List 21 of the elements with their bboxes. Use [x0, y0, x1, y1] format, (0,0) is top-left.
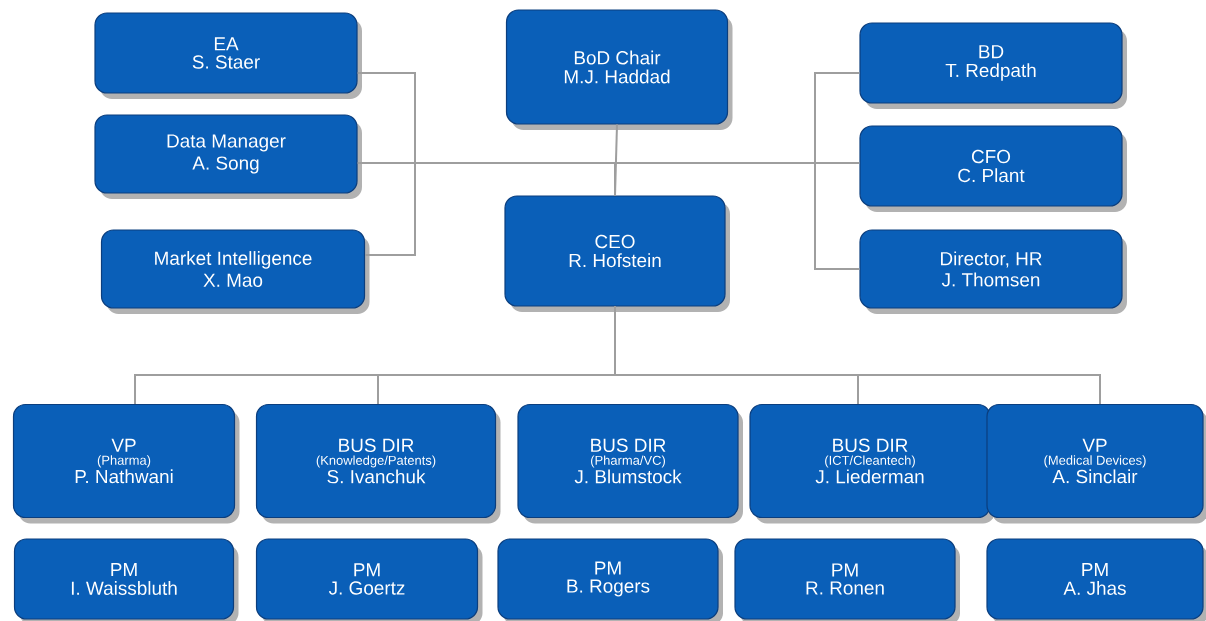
- position-box: BUS DIR (Pharma/VC) J. Blumstock: [517, 403, 743, 524]
- position-box: BD T. Redpath: [859, 22, 1127, 109]
- position-box: PM A. Jhas: [986, 538, 1206, 621]
- position-box: CEO R. Hofstein: [504, 195, 730, 312]
- position-box: VP (Pharma) P. Nathwani: [12, 403, 240, 524]
- connector-line: [614, 305, 1101, 405]
- position-box: PM J. Goertz: [255, 538, 483, 621]
- position-box: BoD Chair M.J. Haddad: [505, 9, 733, 130]
- position-box: VP (Medical Devices) A. Sinclair: [986, 403, 1206, 524]
- connector-line: [364, 162, 616, 256]
- position-box: BUS DIR (ICT/Cleantech) J. Liederman: [749, 403, 995, 524]
- position-box: PM R. Ronen: [734, 538, 960, 621]
- connector-line: [614, 162, 861, 270]
- position-box: PM B. Rogers: [497, 538, 723, 621]
- position-box: BUS DIR (Knowledge/Patents) S. Ivanchuk: [255, 403, 501, 524]
- position-box: PM I. Waissbluth: [13, 538, 239, 621]
- position-box: EA S. Staer: [94, 12, 362, 99]
- position-box: Data Manager A. Song: [94, 114, 362, 199]
- position-box: Director, HR J. Thomsen: [859, 229, 1127, 314]
- position-box: Market Intelligence X. Mao: [100, 229, 370, 314]
- position-box: CFO C. Plant: [859, 125, 1127, 212]
